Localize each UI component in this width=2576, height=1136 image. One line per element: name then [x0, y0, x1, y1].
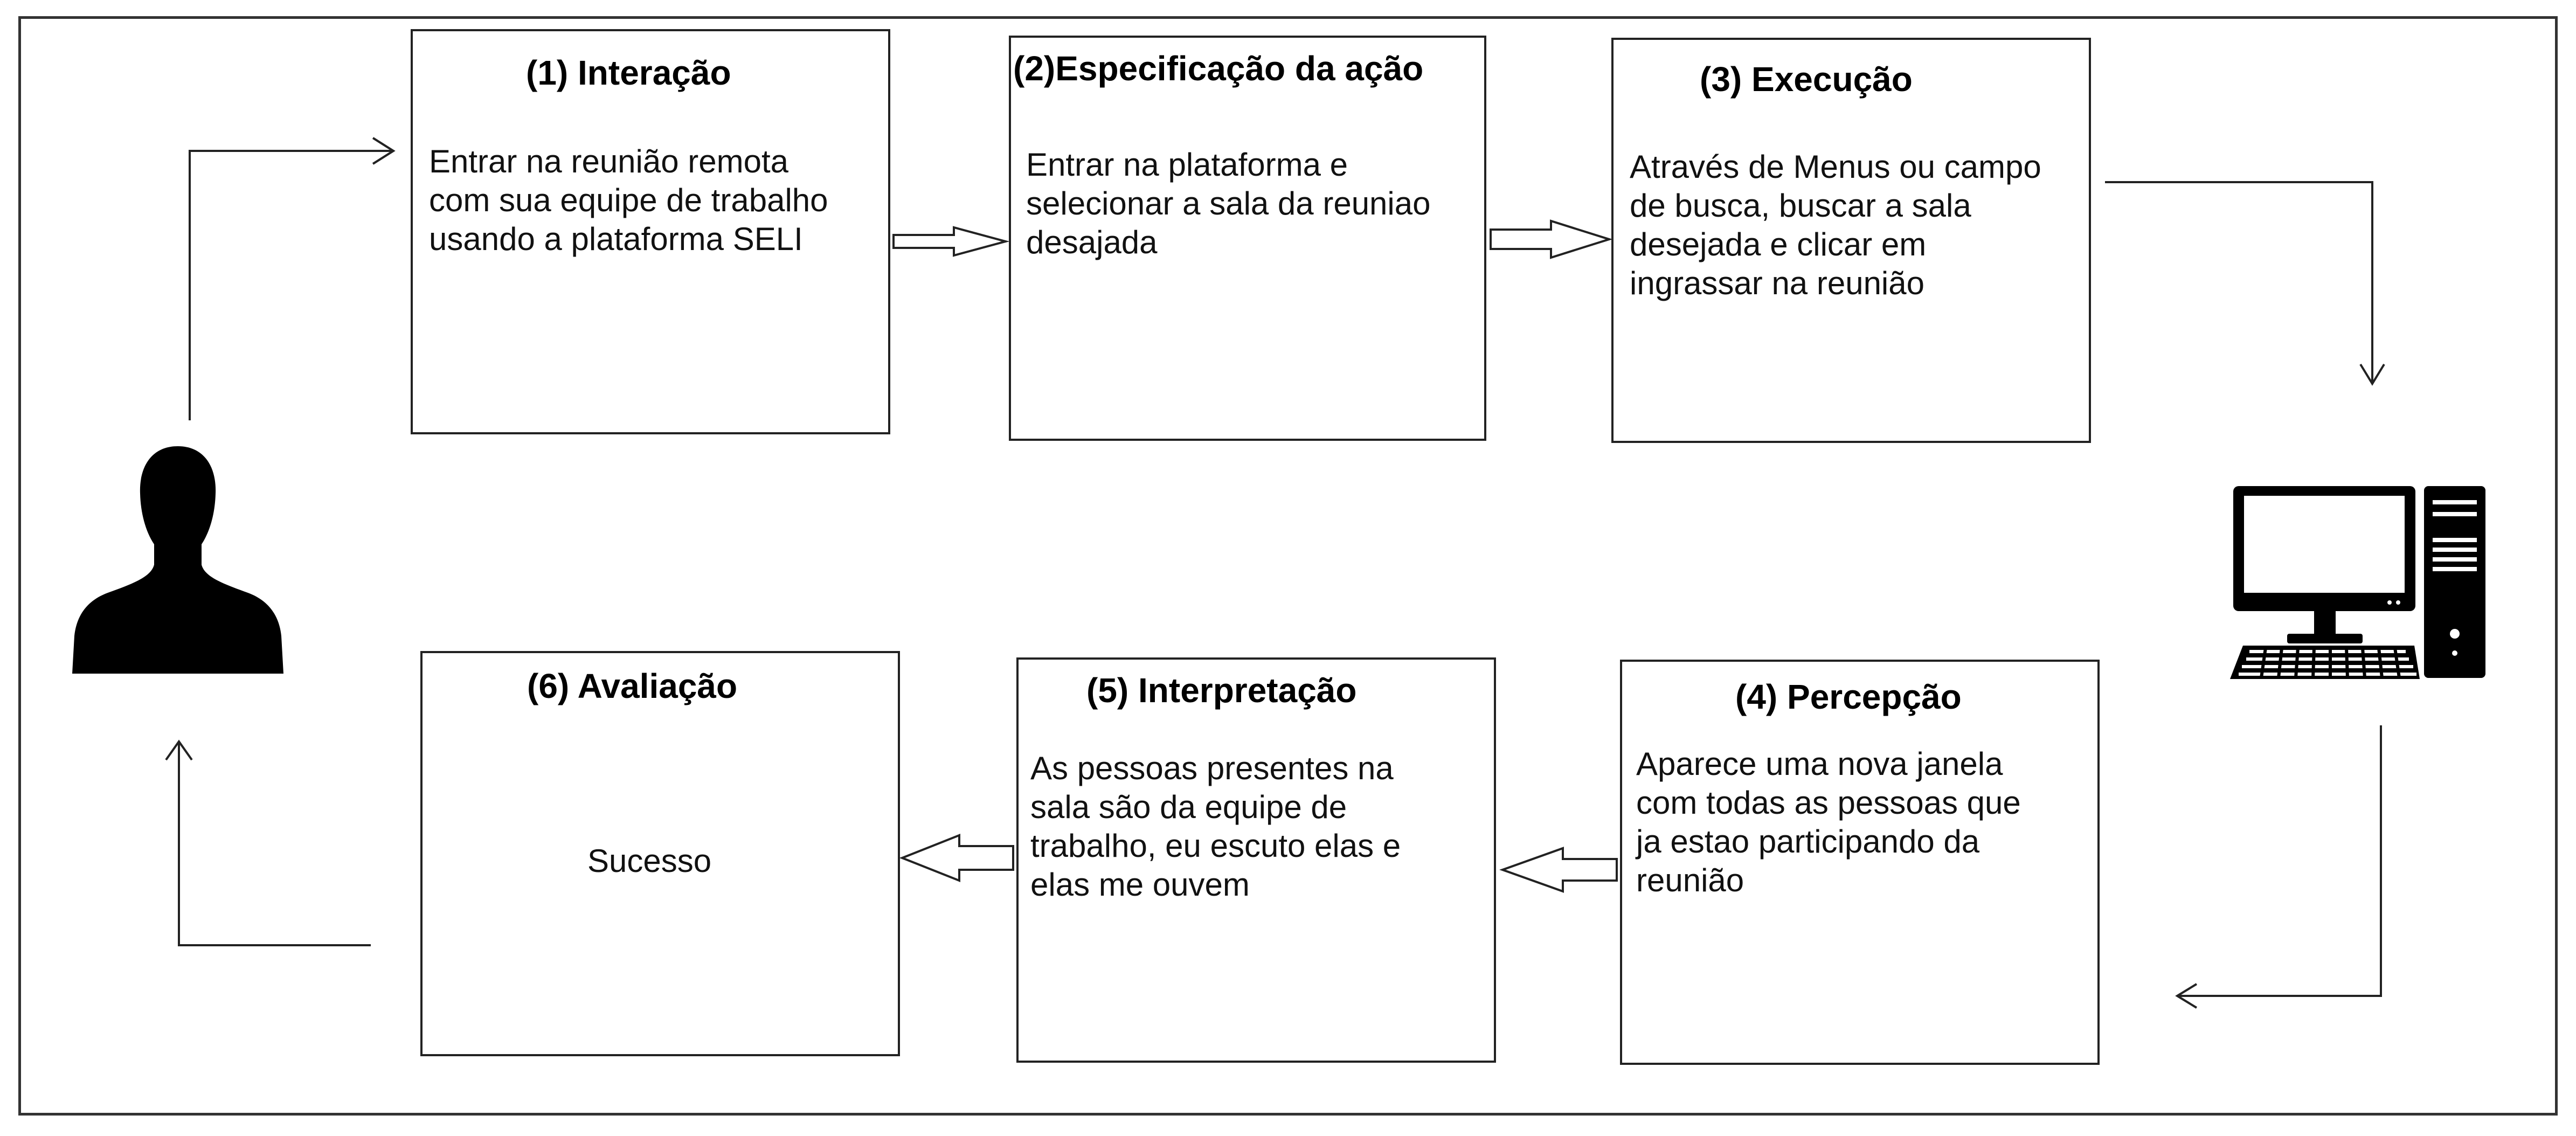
step-title: (5) Interpretação: [1086, 671, 1357, 710]
step-text-line: trabalho, eu escuto elas e: [1030, 828, 1401, 864]
step-box-interacao: (1) Interação Entrar na reunião remota c…: [411, 29, 890, 434]
hollow-arrow-5-to-6: [899, 834, 1014, 882]
step-box-execucao: (3) Execução Através de Menus ou campo d…: [1611, 38, 2091, 443]
person-silhouette-icon: [72, 446, 283, 674]
step-text-line: Através de Menus ou campo: [1630, 149, 2041, 185]
connector-execucao-to-computer: [2105, 181, 2373, 384]
diagram-frame: [18, 16, 2558, 1116]
hollow-arrow-2-to-3: [1490, 219, 1613, 259]
step-title: (2)Especificação da ação: [1013, 49, 1424, 88]
step-text-line: sala são da equipe de: [1030, 789, 1347, 825]
step-text-line: Sucesso: [587, 843, 712, 879]
hollow-arrow-1-to-2: [892, 226, 1010, 257]
step-text: Através de Menus ou campo de busca, busc…: [1630, 148, 2041, 303]
step-text-line: com sua equipe de trabalho: [429, 182, 828, 218]
step-box-avaliacao: (6) Avaliação Sucesso: [420, 651, 900, 1056]
step-title: (3) Execução: [1700, 60, 1913, 99]
step-title: (4) Percepção: [1735, 677, 1962, 716]
desktop-computer-icon: [2230, 486, 2485, 679]
step-text: Entrar na plataforma e selecionar a sala…: [1026, 146, 1431, 262]
step-text: Entrar na reunião remota com sua equipe …: [429, 142, 828, 259]
step-text-line: Entrar na reunião remota: [429, 143, 789, 179]
step-text-line: elas me ouvem: [1030, 867, 1250, 903]
step-text-line: de busca, buscar a sala: [1630, 188, 1971, 224]
arrowhead: [2175, 983, 2198, 1009]
arrowhead: [165, 739, 193, 761]
step-text-line: As pessoas presentes na: [1030, 750, 1394, 786]
step-box-percepcao: (4) Percepção Aparece uma nova janela co…: [1620, 660, 2100, 1065]
step-text-line: selecionar a sala da reuniao: [1026, 185, 1431, 221]
step-text-line: com todas as pessoas que: [1636, 785, 2021, 821]
connector-computer-to-percepcao: [2177, 725, 2382, 997]
connector-person-to-interacao: [189, 150, 393, 420]
step-text-line: desejada e clicar em: [1630, 226, 1927, 262]
step-text-line: usando a plataforma SELI: [429, 221, 803, 257]
step-text-line: Entrar na plataforma e: [1026, 147, 1348, 183]
step-title: (1) Interação: [526, 53, 731, 92]
step-title: (6) Avaliação: [527, 667, 738, 705]
step-text: As pessoas presentes na sala são da equi…: [1030, 749, 1401, 904]
step-text-line: ja estao participando da: [1636, 823, 1980, 860]
arrowhead: [372, 137, 396, 165]
step-text-line: reunião: [1636, 862, 1744, 898]
step-text: Sucesso: [587, 842, 711, 881]
step-text-line: ingrassar na reunião: [1630, 265, 1925, 301]
step-text-line: Aparece uma nova janela: [1636, 746, 2003, 782]
arrowhead: [2359, 363, 2385, 386]
connector-avaliacao-to-person: [178, 742, 371, 946]
step-text: Aparece uma nova janela com todas as pes…: [1636, 745, 2021, 900]
hollow-arrow-4-to-5: [1499, 847, 1618, 893]
step-box-interpretacao: (5) Interpretação As pessoas presentes n…: [1016, 657, 1496, 1063]
step-box-especificacao: (2)Especificação da ação Entrar na plata…: [1009, 36, 1486, 441]
step-text-line: desajada: [1026, 224, 1158, 260]
